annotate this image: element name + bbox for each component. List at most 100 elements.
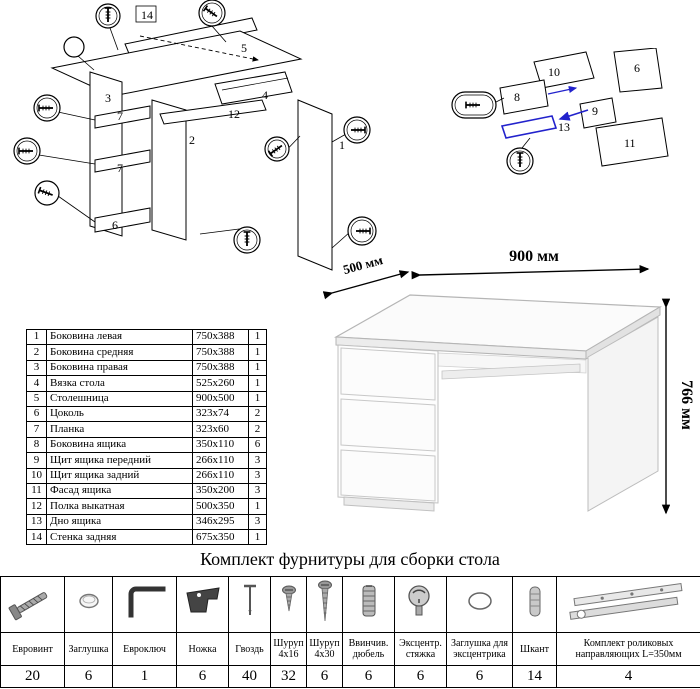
- part-number: 2: [26, 344, 47, 361]
- leg-icon: [185, 587, 220, 613]
- part-label-13: 13: [558, 120, 570, 134]
- nail-icon: [243, 584, 256, 615]
- dowel-icon: [529, 586, 540, 617]
- part-size: 323x60: [192, 421, 249, 438]
- part-number: 7: [26, 421, 47, 438]
- part-size: 675x350: [192, 529, 249, 546]
- part-name: Вязка стола: [46, 375, 193, 392]
- part-number: 3: [26, 359, 47, 377]
- hex-key-icon: [128, 586, 165, 618]
- part-name: Боковина левая: [46, 328, 193, 346]
- part-label-6: 6: [112, 218, 118, 232]
- part-name: Планка: [46, 421, 193, 438]
- part-label-8: 8: [514, 90, 520, 104]
- part-label-3: 3: [105, 91, 111, 105]
- hardware-qty: 6: [64, 665, 113, 688]
- part-qty: 1: [248, 498, 267, 515]
- hardware-kit-table: Евровинт Заглушка Евроключ Ножка Гвоздь …: [0, 576, 700, 688]
- part-size: 750x388: [192, 328, 249, 346]
- hardware-names-row: Евровинт Заглушка Евроключ Ножка Гвоздь …: [0, 632, 700, 666]
- hardware-name: Евроключ: [112, 632, 177, 666]
- hardware-qty: 6: [342, 665, 395, 688]
- part-size: 266x110: [192, 452, 249, 469]
- hardware-name: Эксцентр. стяжка: [394, 632, 447, 666]
- hardware-name: Шуруп 4x16: [270, 632, 307, 666]
- part-label-4: 4: [262, 88, 268, 102]
- hardware-kit-title: Комплект фурнитуры для сборки стола: [200, 549, 500, 569]
- part-name: Боковина правая: [46, 359, 193, 377]
- part-qty: 3: [248, 452, 267, 469]
- hardware-qty: 4: [556, 665, 700, 688]
- screw-4x30-icon: [317, 580, 332, 622]
- hardware-name: Заглушка: [64, 632, 113, 666]
- dimension-width: 900 мм: [509, 248, 559, 265]
- hardware-name: Евровинт: [0, 632, 65, 666]
- part-size: 350x200: [192, 482, 249, 500]
- part-size: 525x260: [192, 375, 249, 392]
- part-number: 12: [26, 498, 47, 515]
- part-name: Боковина средняя: [46, 344, 193, 361]
- hardware-qty: 1: [112, 665, 177, 688]
- part-label-6b: 6: [634, 61, 640, 75]
- part-number: 11: [26, 482, 47, 500]
- part-qty: 3: [248, 513, 267, 531]
- drawer-slide-icon: [568, 583, 682, 620]
- part-number: 9: [26, 452, 47, 469]
- desk-render: 900 мм 500 мм 766 мм: [308, 245, 700, 550]
- drawer-diagram-svg: 10 6 8 13 9 11: [451, 47, 669, 175]
- part-size: 346x295: [192, 513, 249, 531]
- part-name: Столешница: [46, 390, 193, 407]
- hardware-qty-row: 20 6 1 6 40 32 6 6 6 6 14 4: [0, 665, 700, 688]
- part-size: 750x388: [192, 344, 249, 361]
- hardware-qty: 20: [0, 665, 65, 688]
- part-qty: 1: [248, 529, 267, 546]
- hardware-name: Шкант: [512, 632, 557, 666]
- part-number: 6: [26, 405, 47, 423]
- part-label-7b: 7: [117, 161, 123, 175]
- hardware-qty: 6: [446, 665, 513, 688]
- part-size: 350x110: [192, 436, 249, 454]
- dimension-depth: 500 мм: [341, 252, 384, 277]
- hardware-qty: 6: [176, 665, 229, 688]
- part-size: 750x388: [192, 359, 249, 377]
- assembly-diagram-left: 14 5 3 7 7 6 2 4 12 1: [0, 0, 450, 318]
- part-number: 13: [26, 513, 47, 531]
- hardware-qty: 6: [394, 665, 447, 688]
- part-name: Фасад ящика: [46, 482, 193, 500]
- cap-icon: [78, 593, 99, 609]
- screw-4x16-icon: [281, 585, 296, 612]
- part-size: 900x500: [192, 390, 249, 407]
- part-size: 266x110: [192, 467, 249, 484]
- confirmat-screw-icon: [8, 592, 47, 621]
- part-qty: 1: [248, 328, 267, 346]
- part-name: Дно ящика: [46, 513, 193, 531]
- dimension-height: 766 мм: [678, 380, 695, 430]
- part-number: 4: [26, 375, 47, 392]
- part-qty: 2: [248, 421, 267, 438]
- part-qty: 1: [248, 390, 267, 407]
- part-qty: 2: [248, 405, 267, 423]
- part-number: 10: [26, 467, 47, 484]
- part-label-5: 5: [241, 41, 247, 55]
- part-number: 5: [26, 390, 47, 407]
- part-name: Полка выкатная: [46, 498, 193, 515]
- drawer-diagram: 10 6 8 13 9 11: [448, 47, 700, 210]
- hardware-qty: 32: [270, 665, 307, 688]
- desk-render-svg: 900 мм 500 мм 766 мм: [322, 248, 695, 515]
- part-name: Щит ящика задний: [46, 467, 193, 484]
- part-label-7a: 7: [117, 109, 123, 123]
- hardware-name: Комплект роликовых направляющих L=350мм: [556, 632, 700, 666]
- part-qty: 3: [248, 467, 267, 484]
- part-size: 323x74: [192, 405, 249, 423]
- part-number: 1: [26, 328, 47, 346]
